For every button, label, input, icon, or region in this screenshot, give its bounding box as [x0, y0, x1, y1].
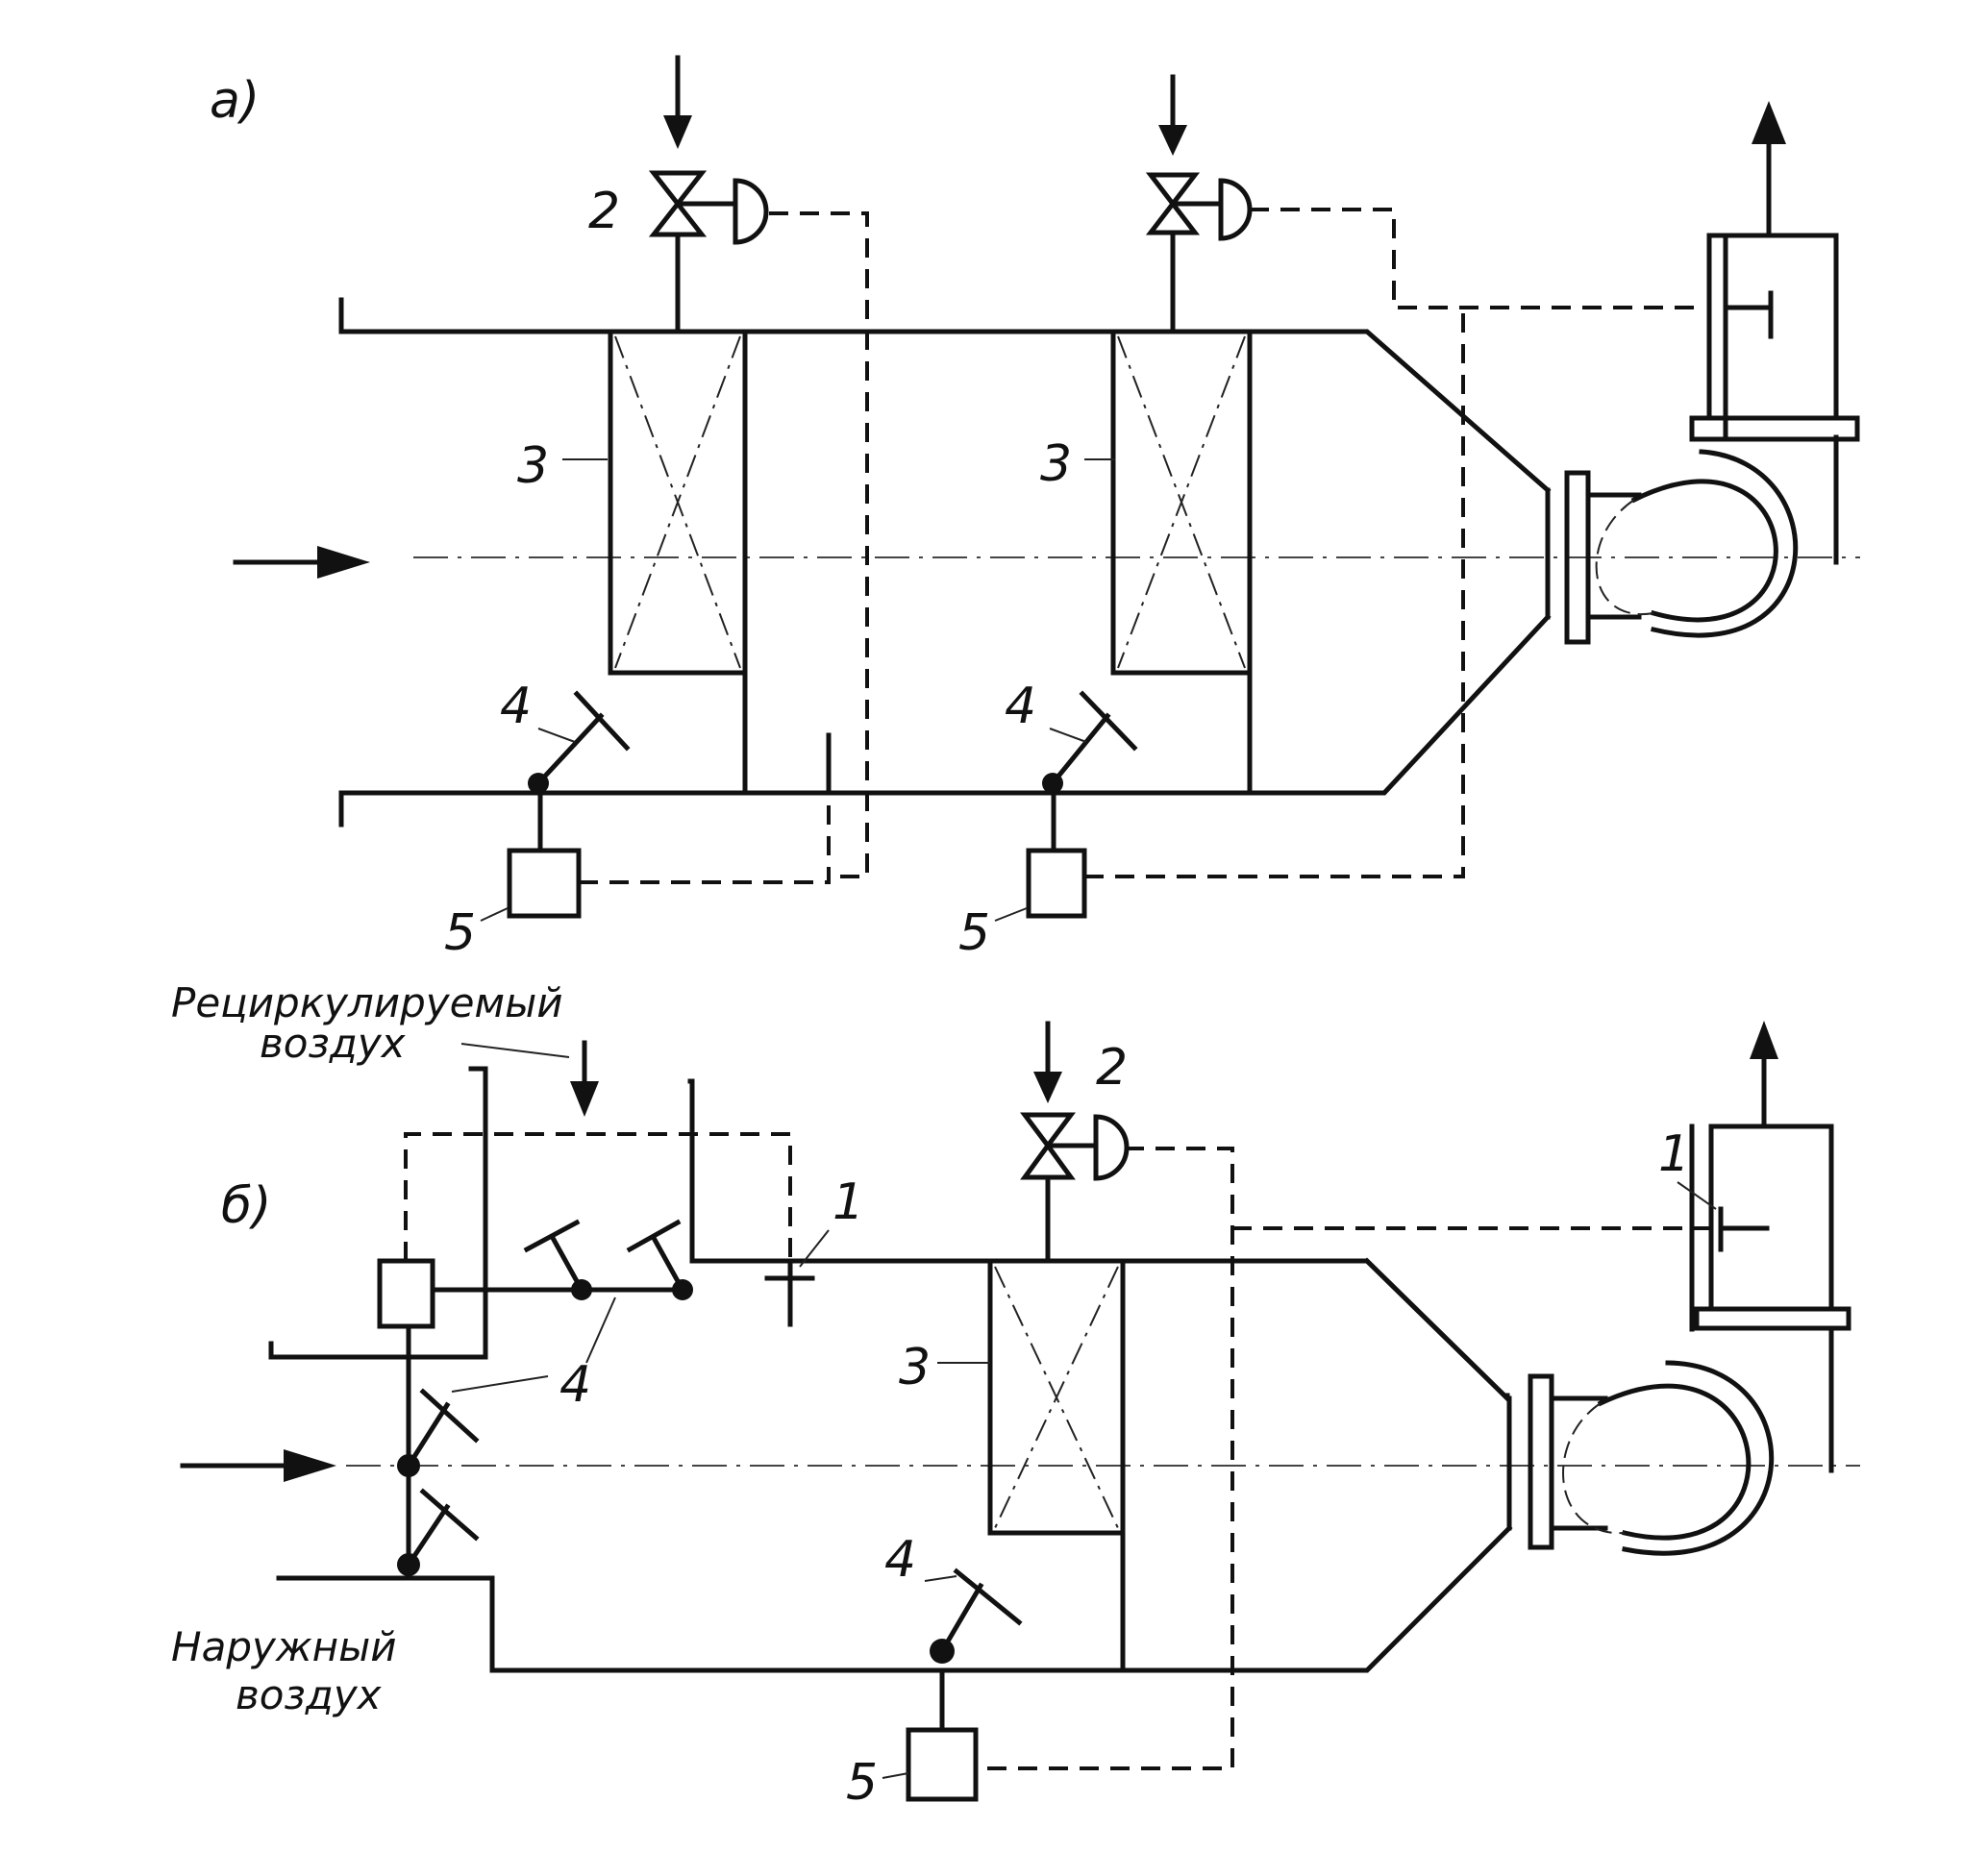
recirculated-air-caption-1: Рециркулируемый: [171, 979, 563, 1026]
panel-a-heater-1: [608, 329, 748, 796]
panel-b-heater: [987, 1258, 1126, 1673]
panel-a-duct-sensor: [808, 732, 851, 796]
panel-a-fan: [1545, 101, 1860, 645]
panel-b-signal-valve: [979, 1147, 1234, 1770]
panel-a-label-damper-2: 4: [1005, 678, 1036, 735]
panel-a-label-heater-2: 3: [1040, 435, 1072, 493]
panel-b-label-sensor-out: 1: [1658, 1125, 1690, 1183]
recirculated-air-leader: [460, 1043, 570, 1058]
panel-b-recirc-wall-left: [268, 1066, 488, 1360]
panel-b-damper-bottom: [930, 1568, 1023, 1664]
panel-a-letter: а): [210, 72, 260, 130]
panel-b-fan: [1506, 1021, 1851, 1556]
panel-b-recirc-dampers: [377, 1219, 693, 1329]
panel-a-signal-actuator-1: [579, 793, 831, 884]
panel-a-label-valve: 2: [588, 183, 620, 240]
panel-a-damper-2: [1042, 690, 1138, 794]
panel-b-outdoor-dampers: [397, 1323, 480, 1581]
panel-b-label-sensor-duct: 1: [832, 1173, 864, 1231]
outdoor-air-caption-1: Наружный: [171, 1623, 397, 1670]
panel-b-label-damper-bottom: 4: [884, 1531, 916, 1589]
panel-a-valve-1: [648, 55, 769, 334]
panel-b-letter: б): [221, 1177, 271, 1235]
panel-b-label-damper-group: 4: [559, 1356, 591, 1414]
panel-a-label-heater-1: 3: [517, 437, 549, 495]
panel-a-damper-1: [528, 690, 631, 794]
panel-b-duct-bottom: [276, 1524, 1513, 1673]
panel-b: б) Рециркулируемый воздух Наружный возду…: [171, 979, 1860, 1812]
panel-a-actuator-1: [507, 790, 582, 919]
panel-b-label-heater: 3: [899, 1339, 931, 1396]
panel-a: а): [210, 55, 1860, 962]
panel-a-signal-valve-2: [1250, 208, 1703, 309]
panel-b-duct-sensor: [764, 1258, 815, 1327]
panel-b-signal-recirc: [404, 1132, 792, 1261]
panel-a-heater-2: [1110, 329, 1253, 796]
panel-a-duct-bottom: [338, 613, 1552, 827]
panel-a-actuator-2: [1026, 790, 1087, 919]
panel-a-label-actuator-2: 5: [958, 904, 990, 962]
recirculated-air-caption-2: воздух: [260, 1020, 407, 1067]
panel-b-duct-top-right: [1363, 1257, 1511, 1402]
panel-b-actuator: [906, 1667, 979, 1802]
panel-a-signal-actuator-2: [1084, 308, 1465, 878]
panel-b-label-valve: 2: [1096, 1039, 1128, 1097]
panel-a-label-actuator-1: 5: [444, 904, 476, 962]
panel-a-signal-valve-1: [769, 211, 869, 878]
panel-b-recirc-wall-right: [687, 1078, 1510, 1404]
panel-b-valve: [1020, 1021, 1130, 1264]
panel-a-inlet-arrow: [233, 546, 370, 579]
outdoor-air-caption-2: воздух: [236, 1671, 383, 1718]
panel-a-valve-2: [1145, 74, 1253, 334]
recirculated-air-arrow: [570, 1040, 599, 1117]
panel-a-duct-top: [338, 297, 1552, 494]
panel-a-label-damper-1: 4: [500, 678, 532, 735]
panel-b-label-actuator: 5: [846, 1754, 878, 1812]
outdoor-air-arrow: [180, 1449, 336, 1482]
